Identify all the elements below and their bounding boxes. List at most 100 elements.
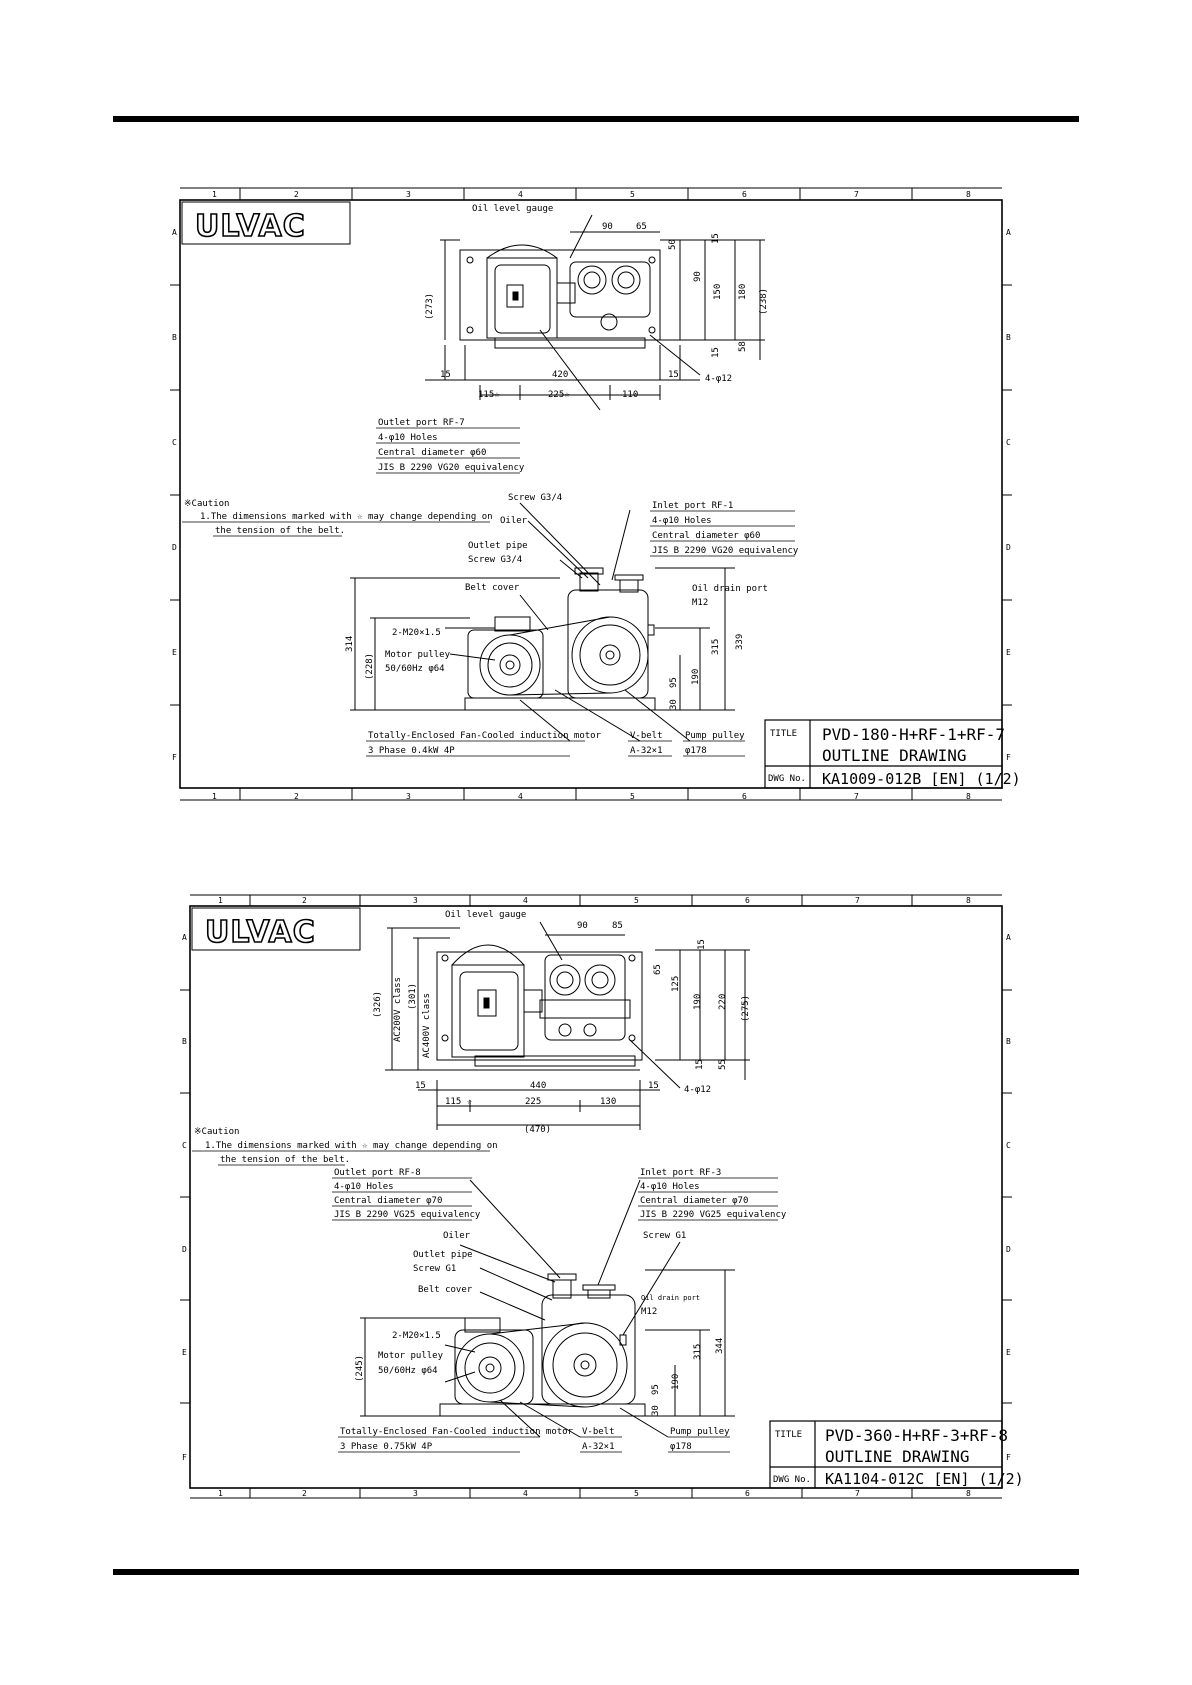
row-label: D [172,543,177,552]
label-motor-pulley-size: 50/60Hz φ64 [378,1366,438,1376]
col-label: 2 [294,792,299,801]
col-label: 8 [966,792,971,801]
row-label: A [182,933,187,942]
sheet1-front-view [350,502,735,742]
sheet1-top-view [425,214,765,411]
dim-275: (275) [741,995,751,1022]
label-oil-drain: Oil drain port [641,1294,700,1302]
caution-line: 1.The dimensions marked with ☆ may chang… [205,1141,498,1151]
dim-314: 314 [345,636,355,652]
col-label: 3 [406,190,411,199]
inlet-port-line: Central diameter φ70 [640,1196,748,1206]
label-outlet-pipe: Outlet pipe [468,541,528,551]
outlet-port-line: Central diameter φ70 [334,1196,442,1206]
col-label: 4 [523,1489,528,1498]
dim-190: 190 [693,994,703,1010]
col-label: 8 [966,1489,971,1498]
row-label: B [1006,1037,1011,1046]
dim-95: 95 [669,677,679,688]
row-label: E [1006,1348,1011,1357]
drawing-sheet-2: 1 2 3 4 5 6 7 8 1 2 3 4 5 6 7 8 A B C D … [180,894,1024,1499]
label-motor-spec: 3 Phase 0.4kW 4P [368,746,455,756]
dim-228: (228) [365,653,375,680]
row-label: A [172,228,177,237]
label-vbelt-spec: A-32×1 [630,746,663,756]
dim-50: 50 [668,239,678,250]
label-pump-pulley: Pump pulley [685,731,745,741]
col-label: 6 [745,1489,750,1498]
label-vbelt-spec: A-32×1 [582,1442,615,1452]
inlet-port-line: Inlet port RF-1 [652,501,733,511]
dwg-label: DWG No. [773,1475,811,1485]
dim-238: (238) [759,288,769,315]
dim-180: 180 [738,284,748,300]
dim-470: (470) [524,1125,551,1135]
row-label: F [1006,1453,1011,1462]
dim-190: 190 [691,669,701,685]
label-pump-pulley: Pump pulley [670,1427,730,1437]
caution-title: ※Caution [184,499,229,509]
col-label: 1 [218,1489,223,1498]
label-belt-cover: Belt cover [418,1285,473,1295]
dim-85: 85 [612,921,623,931]
label-motor-pulley-size: 50/60Hz φ64 [385,664,445,674]
dim-90: 90 [602,222,613,232]
caution-title: ※Caution [194,1127,239,1137]
sheet2-frame [189,905,1003,1489]
col-label: 7 [855,896,860,905]
caution-line: 1.The dimensions marked with ☆ may chang… [200,512,493,522]
col-label: 4 [523,896,528,905]
col-label: 2 [302,1489,307,1498]
col-label: 6 [742,190,747,199]
label-screw: Screw G1 [643,1231,686,1241]
inlet-port-line: Inlet port RF-3 [640,1168,721,1178]
label-oil-level-gauge: Oil level gauge [472,204,553,214]
dim-225: 225☆ [548,390,570,400]
title-label: TITLE [770,729,797,739]
title-label: TITLE [775,1430,802,1440]
outlet-port-line: Central diameter φ60 [378,448,486,458]
col-label: 5 [630,792,635,801]
label-oiler: Oiler [443,1231,471,1241]
label-pump-pulley-size: φ178 [685,746,707,756]
ulvac-logo: ULVAC [205,915,316,950]
outlet-port-line: Outlet port RF-7 [378,418,465,428]
row-label: D [1006,543,1011,552]
dim-95: 95 [651,1384,661,1395]
dwg-label: DWG No. [768,774,806,784]
dim-339: 339 [735,634,745,650]
outlet-port-line: 4-φ10 Holes [378,433,438,443]
dim-65: 65 [653,964,663,975]
row-label: F [172,753,177,762]
logo-box [191,907,361,951]
sheet1-title-block [764,719,1003,789]
header-rule [113,116,1079,122]
outlet-port-line: JIS B 2290 VG20 equivalency [378,463,525,473]
dim-440: 440 [530,1081,546,1091]
label-motor-pulley: Motor pulley [378,1351,444,1361]
col-label: 2 [302,896,307,905]
col-label: 1 [212,792,217,801]
outlet-port-line: 4-φ10 Holes [334,1182,394,1192]
label-conduit: 2-M20×1.5 [392,628,441,638]
row-label: E [1006,648,1011,657]
dim-15-right: 15 [648,1081,659,1091]
dim-15: 15 [697,939,707,950]
dim-90: 90 [577,921,588,931]
sheet2-title-block [769,1420,1003,1489]
col-label: 5 [630,190,635,199]
row-label: A [1006,933,1011,942]
dim-65: 65 [636,222,647,232]
inlet-port-line: 4-φ10 Holes [640,1182,700,1192]
dim-273: (273) [425,293,435,320]
dim-15-left: 15 [415,1081,426,1091]
dim-115: 115☆ [478,390,500,400]
dim-15-right: 15 [668,370,679,380]
label-pump-pulley-size: φ178 [670,1442,692,1452]
col-label: 7 [854,190,859,199]
col-label: 6 [745,896,750,905]
row-label: F [1006,753,1011,762]
dim-90-vertical: 90 [693,271,703,282]
row-label: B [1006,333,1011,342]
